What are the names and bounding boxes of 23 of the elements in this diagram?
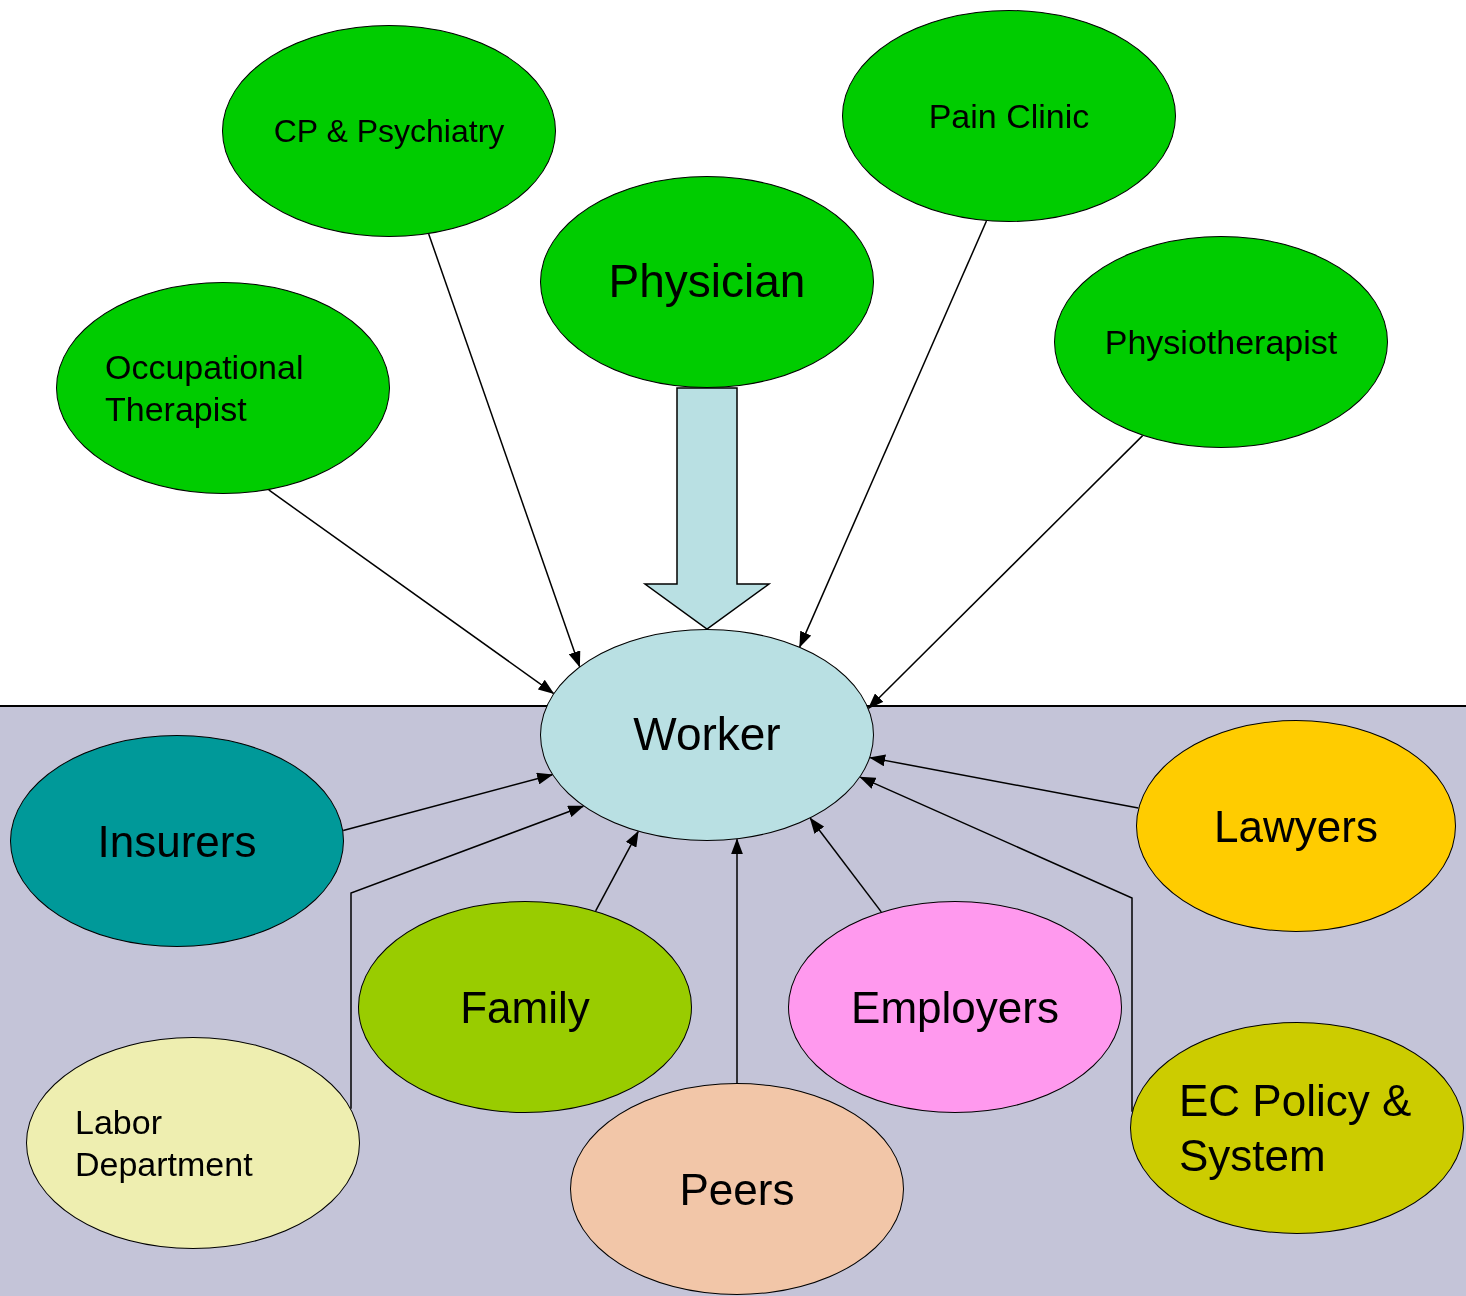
arrow (342, 772, 554, 832)
arrow (869, 754, 1140, 809)
node-label: Physician (607, 254, 807, 310)
arrow (798, 220, 988, 648)
node-label: Occupational Therapist (105, 346, 305, 430)
node-label: Pain Clinic (927, 95, 1091, 137)
node-label: Worker (632, 707, 782, 763)
arrow (594, 830, 639, 912)
node-label: Peers (678, 1163, 796, 1216)
node-label: Physiotherapist (1103, 321, 1339, 363)
block-arrow (642, 387, 772, 630)
node-label: Insurers (96, 815, 258, 868)
node-label: CP & Psychiatry (272, 112, 506, 151)
node-label: Lawyers (1213, 800, 1379, 853)
node-label: EC Policy & System (1179, 1075, 1413, 1182)
node-label: Employers (850, 981, 1060, 1034)
arrow (867, 434, 1144, 709)
node-label: Labor Department (75, 1101, 254, 1185)
arrow (268, 489, 555, 695)
arrow (427, 233, 581, 668)
arrow (350, 805, 585, 1110)
arrow (809, 817, 882, 913)
node-label: Family (459, 981, 591, 1034)
